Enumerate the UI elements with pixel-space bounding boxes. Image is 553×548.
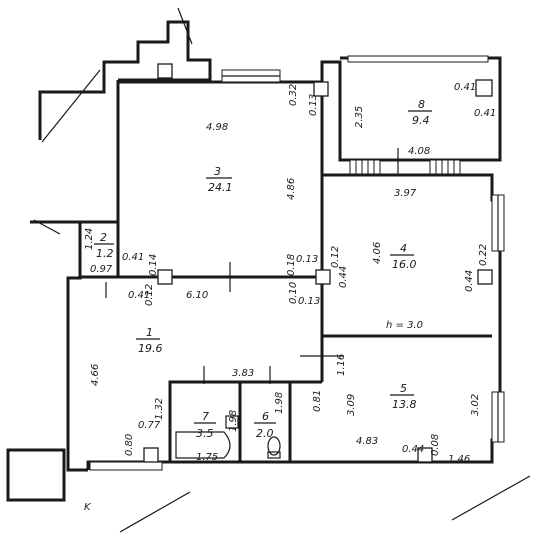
room-number-8: 8 [418, 98, 425, 111]
room-area-2: 1.2 [96, 247, 114, 260]
section-lines [33, 7, 531, 533]
room-number-5: 5 [400, 382, 407, 395]
dim-0-44-a: 0.44 [338, 266, 349, 288]
bathtub [175, 431, 231, 459]
dimension-lines [105, 148, 399, 384]
column-top-center [313, 81, 329, 97]
dim-0-97: 0.97 [90, 264, 113, 275]
interior-walls [78, 82, 492, 462]
dim-3-97: 3.97 [394, 188, 417, 199]
columns [143, 63, 493, 463]
dim-1-16: 1.16 [336, 354, 347, 376]
outer-walls [6, 20, 502, 502]
dim-0-44-c: 0.44 [402, 444, 424, 455]
dim-4-86: 4.86 [286, 178, 297, 200]
dim-0-41-b: 0.41 [128, 290, 150, 301]
dim-1-98-a: 1.98 [228, 410, 239, 432]
column-right [477, 269, 493, 285]
door-opening-8a [349, 159, 381, 175]
dim-0-10: 0.10 [288, 282, 299, 304]
dim-0-41-room8-a: 0.41 [454, 82, 476, 93]
room-number-3: 3 [214, 165, 221, 178]
dim-0-12-b: 0.12 [144, 284, 155, 306]
dim-4-83: 4.83 [356, 436, 378, 447]
height-note: h = 3.0 [386, 320, 423, 331]
room-area-4: 16.0 [392, 258, 417, 271]
dim-0-44-b: 0.44 [464, 270, 475, 292]
dim-0-14: 0.14 [148, 254, 159, 276]
dim-4-66: 4.66 [90, 364, 101, 386]
room-area-8: 9.4 [412, 114, 430, 127]
dim-0-81: 0.81 [312, 390, 323, 412]
column-top-left [157, 63, 173, 79]
dim-3-02: 3.02 [470, 394, 481, 416]
dim-0-12-a: 0.12 [330, 246, 341, 268]
window-room-8 [347, 55, 489, 63]
dim-4-98: 4.98 [206, 122, 228, 133]
column-left [157, 269, 173, 285]
room-area-1: 19.6 [138, 342, 163, 355]
dim-4-06: 4.06 [372, 242, 383, 264]
toilet-icon [267, 436, 281, 456]
dimension-labels: 4.98 4.08 3.97 0.97 0.41 0.41 6.10 0.13 … [84, 82, 496, 513]
dim-4-08: 4.08 [408, 146, 430, 157]
dim-1-46: 1.46 [448, 454, 470, 465]
dimension-labels-vertical: 4.86 0.32 0.13 2.35 4.06 0.44 0.44 0.22 … [84, 84, 489, 456]
column-room-8 [475, 79, 493, 97]
dim-0-80: 0.80 [124, 434, 135, 456]
dim-0-22: 0.22 [478, 244, 489, 266]
room-number-1: 1 [146, 326, 153, 339]
dim-1-98-b: 1.98 [274, 392, 285, 414]
dim-1-32: 1.32 [154, 398, 165, 420]
column-center [315, 269, 331, 285]
dim-0-41-a: 0.41 [122, 252, 144, 263]
dim-3-09: 3.09 [346, 394, 357, 416]
dim-0-41-room8-b: 0.41 [474, 108, 496, 119]
dim-0-13-c: 0.13 [298, 296, 320, 307]
room-area-7: 3.5 [196, 427, 214, 440]
windows [89, 55, 505, 471]
room-number-6: 6 [262, 410, 269, 423]
column-bottom-right [417, 447, 433, 463]
dim-0-18: 0.18 [286, 254, 297, 276]
vent-bath [143, 447, 159, 463]
dim-0-13-b: 0.13 [296, 254, 318, 265]
dim-3-83: 3.83 [232, 368, 254, 379]
dim-0-13-a: 0.13 [308, 94, 319, 116]
dim-1-24: 1.24 [84, 228, 95, 250]
door-opening-8b [429, 159, 461, 175]
window-bottom [89, 461, 163, 471]
room-labels: 3 24.1 8 9.4 4 16.0 1 19.6 5 13.8 2 1.2 … [94, 98, 432, 440]
sink-icon [225, 415, 239, 429]
room-number-7: 7 [202, 410, 209, 423]
room-number-2: 2 [100, 231, 107, 244]
room-area-6: 2.0 [256, 427, 274, 440]
stamp-mark: K [84, 502, 92, 513]
dim-6-10: 6.10 [186, 290, 208, 301]
room-number-4: 4 [400, 242, 407, 255]
fixtures [175, 415, 281, 459]
dim-0-08: 0.08 [430, 434, 441, 456]
room-area-5: 13.8 [392, 398, 417, 411]
room-area-3: 24.1 [208, 181, 233, 194]
dim-0-77: 0.77 [138, 420, 161, 431]
dim-2-35: 2.35 [354, 106, 365, 128]
dim-0-32: 0.32 [288, 84, 299, 106]
dim-1-75: 1.75 [196, 452, 218, 463]
